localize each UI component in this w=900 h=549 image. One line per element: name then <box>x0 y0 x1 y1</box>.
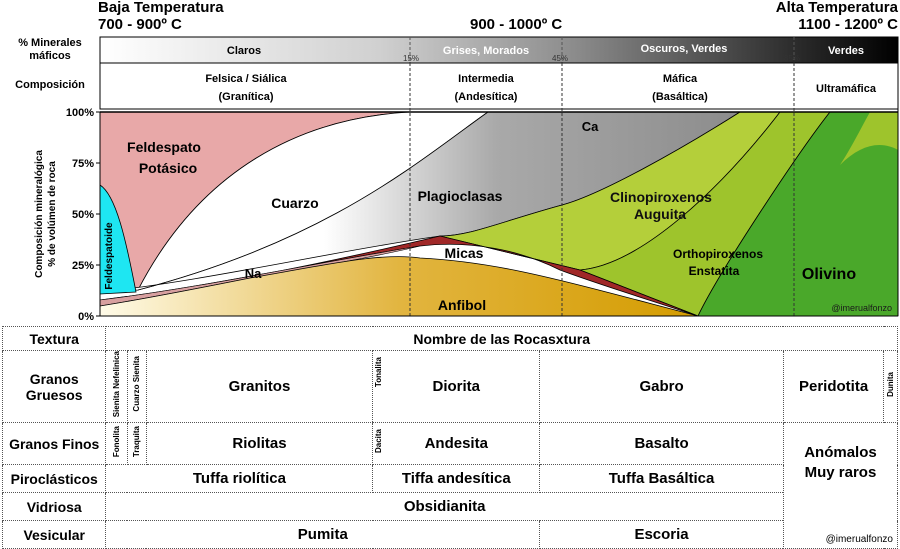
ytick-75: 75% <box>72 158 94 170</box>
ytick-100: 100% <box>66 107 94 119</box>
rock-diorita-cell: Tonalita Diorita <box>372 349 541 424</box>
comp-felsic: Felsica / Siálica <box>205 73 287 85</box>
comp-mafic: Máfica <box>663 73 698 85</box>
composition-bar <box>99 62 899 110</box>
comp-inter-sub: (Andesítica) <box>455 91 518 103</box>
feldespatoide-area <box>99 184 137 295</box>
dunita: Dunita <box>886 371 896 397</box>
rock-andesita: Andesita <box>424 435 488 453</box>
label-clinopiroxenos: Clinopiroxenos <box>610 189 712 205</box>
label-potasico: Potásico <box>139 160 197 176</box>
names-header: Nombre de las Rocasxtura <box>105 326 898 351</box>
low-temp-title: Baja Temperatura <box>98 0 224 16</box>
mafic-pct-15: 15% <box>403 54 419 63</box>
ytick-0: 0% <box>78 311 94 322</box>
mafic-row-label: % Minerales máficos <box>18 37 82 62</box>
mafic-dividers <box>409 37 795 63</box>
rock-diorita: Diorita <box>432 378 481 396</box>
texture-header: Textura <box>1 326 107 351</box>
row-vesicular-label: Vesicular <box>1 520 107 549</box>
ytick-25: 25% <box>72 260 94 272</box>
fonolita: Fonolita <box>111 425 121 457</box>
high-temp-range: 1100 - 1200º C <box>798 16 898 33</box>
rock-andesita-cell: Dacita Andesita <box>372 422 541 466</box>
comp-mafic-sub: (Basáltica) <box>652 91 708 103</box>
chart-credit: @imerualfonzo <box>831 303 892 313</box>
rock-peridotita: Peridotita <box>782 349 885 424</box>
plot-dividers <box>409 63 795 316</box>
olivino-upper-band <box>840 112 898 165</box>
label-auguita: Auguita <box>634 206 686 222</box>
label-na: Na <box>245 266 262 281</box>
label-anfibol: Anfibol <box>438 297 486 313</box>
y-ticks <box>96 111 100 317</box>
mafic-pct-45: 45% <box>552 54 568 63</box>
label-micas: Micas <box>445 245 484 261</box>
rock-tiffa-andesitica: Tiffa andesítica <box>372 464 541 494</box>
rock-table: Textura Nombre de las Rocasxtura Granos … <box>1 326 899 549</box>
comp-ultra: Ultramáfica <box>816 83 877 95</box>
cuarzo-sienita: Cuarzo Sienita <box>132 356 141 412</box>
rock-granitos: Granitos <box>145 349 373 424</box>
row-gruesos-label: Granos Gruesos <box>1 349 107 424</box>
ylabel-line1: Composición mineralógica <box>34 150 45 278</box>
label-olivino: Olivino <box>802 266 856 283</box>
traquita: Traquita <box>132 425 141 457</box>
mid-temp-range: 900 - 1000º C <box>470 16 563 33</box>
dacita: Dacita <box>374 429 384 454</box>
mafic-seg-verdes: Verdes <box>828 45 864 57</box>
mineral-diagram: Claros Grises, Morados Oscuros, Verdes V… <box>34 36 899 322</box>
label-orthopiroxenos: Orthopiroxenos <box>673 247 763 261</box>
anomalos-line1: Anómalos <box>804 444 877 462</box>
row-vidriosa-label: Vidriosa <box>1 492 107 522</box>
row-piro-label: Piroclásticos <box>1 464 107 494</box>
anomalos-line2: Muy raros <box>804 464 877 482</box>
ytick-50: 50% <box>72 209 94 221</box>
tonalita: Tonalita <box>374 357 384 388</box>
anomalos-cell: Anómalos Muy raros @imerualfonzo <box>782 422 899 549</box>
mafic-seg-grises: Grises, Morados <box>443 45 529 57</box>
mafic-pct-85: 85% <box>784 54 800 63</box>
label-feldespatoide: Feldespatoide <box>104 222 115 290</box>
rock-obsidianita: Obsidianita <box>105 492 784 522</box>
composition-row-label: Composición <box>15 79 85 91</box>
anfibol-area <box>99 256 699 317</box>
mafic-seg-claros: Claros <box>227 45 261 57</box>
label-ca: Ca <box>582 119 599 134</box>
rock-riolitas: Riolitas <box>145 422 374 466</box>
row-finos-label: Granos Finos <box>1 422 107 466</box>
label-enstatita: Enstatita <box>689 264 740 278</box>
high-temp-title: Alta Temperatura <box>775 0 898 16</box>
rock-basalto: Basalto <box>539 422 784 466</box>
comp-inter: Intermedia <box>458 73 515 85</box>
table-credit: @imerualfonzo <box>825 534 893 546</box>
rock-escoria: Escoria <box>539 520 784 549</box>
label-feldespato: Feldespato <box>127 139 201 155</box>
comp-felsic-sub: (Granítica) <box>218 91 273 103</box>
low-temp-range: 700 - 900º C <box>98 16 182 33</box>
ylabel-line2: % de volúmen de roca <box>47 161 58 267</box>
mafic-seg-oscuros: Oscuros, Verdes <box>641 43 728 55</box>
sienita-nefelinica: Sienita Nefelinica <box>111 351 121 418</box>
label-plagioclasas: Plagioclasas <box>418 188 503 204</box>
rock-tuffa-basaltica: Tuffa Basáltica <box>539 464 784 494</box>
rock-tuffa-riolitica: Tuffa riolítica <box>105 464 374 494</box>
rock-gabro: Gabro <box>539 349 784 424</box>
label-cuarzo: Cuarzo <box>271 195 318 211</box>
rock-pumita: Pumita <box>105 520 541 549</box>
